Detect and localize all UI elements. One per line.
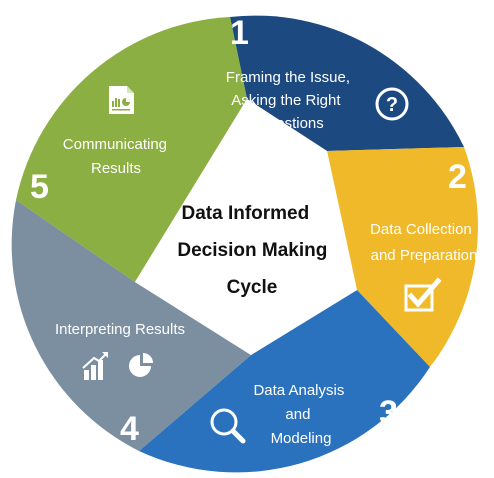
step-1-label-line-2: Asking the Right [231, 92, 341, 109]
svg-text:?: ? [386, 94, 398, 116]
step-5-label-line-1: Communicating [63, 136, 167, 153]
segment-5-communicating [16, 17, 247, 282]
step-3-label: Data Analysis and Modeling [253, 382, 348, 447]
step-1-label: Framing the Issue, Asking the Right Ques… [226, 69, 354, 132]
step-number-2: 2 [448, 158, 467, 196]
step-3-label-line-1: Data Analysis [253, 382, 344, 399]
bar-chart-icon [82, 352, 108, 380]
checkbox-icon [404, 277, 442, 312]
segment-4-interpreting [11, 200, 252, 451]
step-2-label-line-1: Data Collection [370, 221, 472, 238]
center-title-line-3: Cycle [227, 277, 278, 298]
magnifier-icon [210, 408, 246, 444]
step-number-1: 1 [230, 14, 249, 52]
step-1-label-line-3: Questions [256, 115, 324, 132]
step-2-label: Data Collection and Preparation [370, 221, 477, 264]
center-pentagon [135, 99, 357, 355]
step-1-label-line-1: Framing the Issue, [226, 69, 350, 86]
question-circle-icon: ? [375, 87, 409, 121]
step-3-label-line-3: Modeling [271, 430, 332, 447]
step-5-label-line-2: Results [91, 160, 141, 177]
pie-chart-icon [129, 353, 153, 377]
step-number-3: 3 [379, 394, 398, 432]
step-number-4: 4 [120, 410, 139, 448]
center-title-line-2: Decision Making [177, 240, 327, 261]
step-4-label-line-1: Interpreting Results [55, 321, 185, 338]
step-number-5: 5 [30, 168, 49, 206]
step-2-label-line-2: and Preparation [371, 247, 478, 264]
report-icon [109, 86, 134, 114]
segment-1-framing [230, 15, 464, 152]
center-title: Data Informed Decision Making Cycle [177, 203, 332, 298]
step-4-label: Interpreting Results [55, 321, 185, 338]
segment-2-data-collection [327, 147, 478, 367]
step-3-label-line-2: and [285, 406, 310, 423]
step-5-label: Communicating Results [63, 136, 171, 177]
center-title-line-1: Data Informed [181, 203, 309, 224]
